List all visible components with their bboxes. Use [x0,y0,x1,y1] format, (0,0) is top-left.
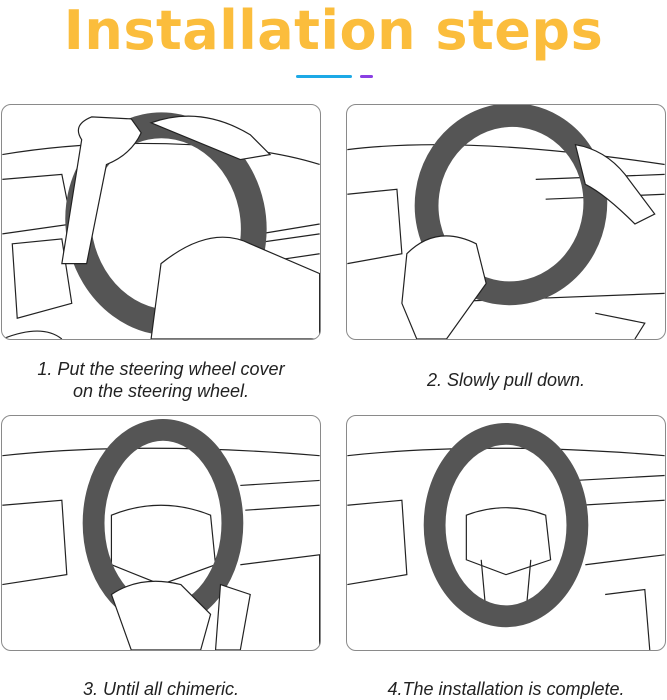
step-3-caption-line-1: 3. Until all chimeric. [82,679,240,699]
step-2-illustration [346,104,666,340]
title-underline-purple [360,75,373,78]
step-4-caption-line-1: 4.The installation is complete. [387,679,625,699]
step-1-illustration [1,104,321,340]
step-4-caption: 4.The installation is complete. [346,678,666,700]
step-1-caption-line-1: 1. Put the steering wheel cover [37,359,285,379]
step-1-caption: 1. Put the steering wheel cover on the s… [1,358,321,402]
step-3-illustration [1,415,321,651]
step-3-caption: 3. Until all chimeric. [1,678,321,700]
step-2-caption: 2. Slowly pull down. [346,369,666,391]
steering-wheel-drawing-3 [2,418,320,650]
page-title: Installation steps [63,0,604,62]
step-4-illustration [346,415,666,651]
steering-wheel-drawing-2 [347,105,665,339]
title-underline-blue [296,75,352,78]
steering-wheel-drawing-4 [347,422,665,650]
steering-wheel-drawing-1 [2,112,320,339]
step-1-caption-line-2: on the steering wheel. [72,381,250,401]
step-2-caption-line-1: 2. Slowly pull down. [426,370,586,390]
